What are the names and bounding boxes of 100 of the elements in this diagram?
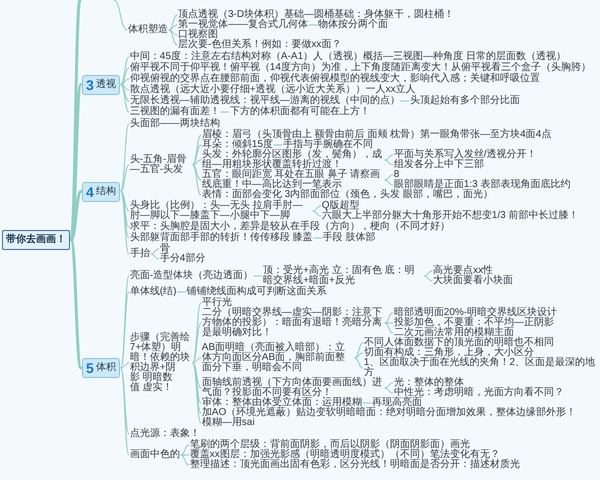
topic-text: 口视察图 [178, 30, 218, 40]
topic-text: 散点透视（远大近小要仔细+透视（远小近大关系））一人xx立人 [130, 85, 416, 95]
connector-line [384, 322, 394, 324]
connector-line [120, 191, 130, 238]
topic-text: 平面与关系写入发丝/透视分开！ [394, 150, 537, 160]
connector-line [384, 174, 394, 180]
topic-text: 第一视觉体——复合式几何体 [178, 20, 308, 30]
connector-line [168, 30, 178, 46]
topic-text: 仰视俯视的交界点在腰部前面，仰视代表俯视模型的视线变大，影响代入感；关键和呼吸位置 [130, 74, 540, 84]
topic-text: 眉棱：眉弓（头顶骨由上 额骨由前后 面颊 枕骨）第一眼角带张—至方块4面4点 [202, 130, 552, 140]
topic-text: 物体按分两个面 [318, 20, 388, 30]
connector-line [192, 302, 202, 364]
topic-text: 头顶起始有多个部分比面 [410, 96, 520, 106]
connector-line [424, 270, 433, 276]
topic-text: 顶：受光+高光 立：固有色 底：明暗交界线+暗面+反光 [263, 266, 424, 286]
connector-line [192, 164, 202, 180]
topic-text: 头身比（比例）：头—无头 拉肩手肘—肘—脚以下—膝盖下—小腿中下—脚 [130, 201, 312, 221]
topic-text: 高光要点xx性 [433, 266, 494, 276]
topic-text: 点光源：表象！ [130, 429, 200, 439]
connector-line [120, 191, 130, 212]
section-title: 结构 [96, 186, 116, 198]
connector-line [192, 362, 202, 424]
connector-line [362, 402, 372, 404]
connector-line [168, 14, 178, 30]
topic-text: 手指与手腕确在不同 [282, 140, 373, 150]
connector-line [424, 276, 433, 282]
topic-text: 画面中色的 [130, 450, 180, 460]
section-number: 4 [86, 184, 94, 198]
connector-line [150, 254, 160, 260]
connector-line [384, 154, 394, 160]
connector-line [114, 0, 128, 30]
section-title: 透视 [96, 78, 116, 90]
connector-line [120, 68, 130, 85]
topic-text: 耳朵：倾斜15度 [202, 140, 273, 150]
connector-line [120, 84, 130, 112]
section-number: 3 [86, 78, 94, 92]
section-number: 5 [86, 361, 94, 375]
topic-text: 1、区面取决于面在光线的夹角！2、区面是最深的地方 [364, 358, 598, 378]
topic-text: 求平：头胸腔是固大小，差异是较从在手段（方向），梗向（不同才好） [130, 222, 450, 232]
topic-box [82, 358, 120, 378]
topic-text: 头-五角-眉骨—五官-头发 [130, 155, 192, 175]
topic-text: 步骤（完善绘7+体塑）明暗！依赖的块积边界+阴影 明暗数值 虚实！ [130, 333, 192, 393]
topic-text: 手分4部分 [160, 254, 206, 264]
connector-line [192, 358, 202, 364]
connector-line [168, 30, 178, 36]
connector-line [192, 322, 202, 364]
connector-line [120, 368, 130, 456]
connector-line [192, 144, 202, 166]
topic-text: 铺铺绕线面构成可判断这面关系 [186, 287, 326, 297]
topic-text: 大块面要看小块面 [433, 276, 514, 286]
connector-line [384, 160, 394, 166]
connector-line [273, 144, 282, 146]
connector-line [70, 238, 82, 370]
topic-text: 体积塑造 [128, 25, 168, 35]
topic-text: 俯平视不同于仰平视！俯平视（14度方向）为准，上下角度随距离变大！从俯平视看三个盒子（头胸胯） [130, 63, 591, 73]
topic-box [82, 182, 120, 202]
connector-line [180, 454, 190, 466]
topic-text: 笔刷的两个层级：背前面阴影，而后以阴影（阴面阴影面）画光 [190, 440, 470, 450]
connector-line [120, 292, 130, 368]
connector-line [120, 368, 130, 434]
topic-text: AB面明暗（亮面被入暗部）：立体方向面区分AB面，胸部前面整面分下垂，明暗会不同 [202, 343, 354, 373]
topic-text: 亮面-造型体块（亮边透面） [130, 271, 254, 281]
connector-line [180, 454, 190, 456]
connector-line [192, 134, 202, 166]
topic-text: 无限长透视—辅助透视线：视平线—游离的视线（中间的点） [130, 96, 400, 106]
topic-text: 平行光 [202, 298, 232, 308]
connector-line [120, 191, 130, 254]
connector-line [70, 0, 82, 242]
topic-text: 面轴线前透视（下方向体面要画面线）进气面？投影面不同要有区分！ [202, 378, 384, 398]
topic-text: 审体：整体由体受立体面：运用模糊 [202, 398, 362, 408]
connector-line [400, 100, 410, 102]
topic-text: 三视图的漏有面差！ [130, 107, 220, 117]
central-topic: 带你去画画！ [2, 230, 70, 250]
topic-text: 二分（明暗交界线—虚实—阴影：注意下方物体的投影）：暗面有退暗！亮暗分离是最明确对比！ [202, 308, 384, 338]
topic-text: 头发：外轮廓分区图形（发，鬓角），成组—用粗块形状覆盖转折过渡！ [202, 150, 384, 170]
topic-text: 不同人体面数据下的顶光面的明暗也不相同 [364, 338, 554, 348]
topic-text: 光：整体的整体 [394, 378, 464, 388]
connector-line [192, 362, 202, 404]
topic-text: 投影加色，不要重：不平均—正阴影 [394, 318, 554, 328]
topic-text: 头面部——两块结构 [130, 119, 220, 129]
connector-line [384, 180, 394, 186]
topic-text: 单体线(结) [130, 287, 176, 297]
topic-text: 组发各分上中下三部 [394, 160, 484, 170]
connector-line [120, 124, 130, 192]
connector-line [312, 206, 322, 212]
connector-line [192, 164, 202, 196]
topic-text: 手段 肢体部 [322, 233, 376, 243]
topic-text: 顶点透视（3-D块体积）基础—圆桶基础：身体躯干，圆柱桶！ [178, 10, 454, 20]
connector-line [120, 191, 130, 228]
topic-box [82, 74, 120, 94]
topic-text: 骨 [160, 244, 170, 254]
connector-line [150, 248, 160, 254]
connector-line [384, 322, 394, 334]
connector-line [192, 160, 202, 166]
connector-line [308, 24, 318, 26]
topic-text: 头部躯背面部手部的转折！传传移段 膝盖 [130, 233, 313, 243]
topic-text: 8 [394, 170, 400, 180]
connector-line [120, 362, 130, 368]
connector-line [120, 56, 130, 85]
topic-text: 五官：眼间距宽 耳处在五眼 鼻子 请察画线底重！中—高比达到一笔表示 [202, 170, 384, 190]
